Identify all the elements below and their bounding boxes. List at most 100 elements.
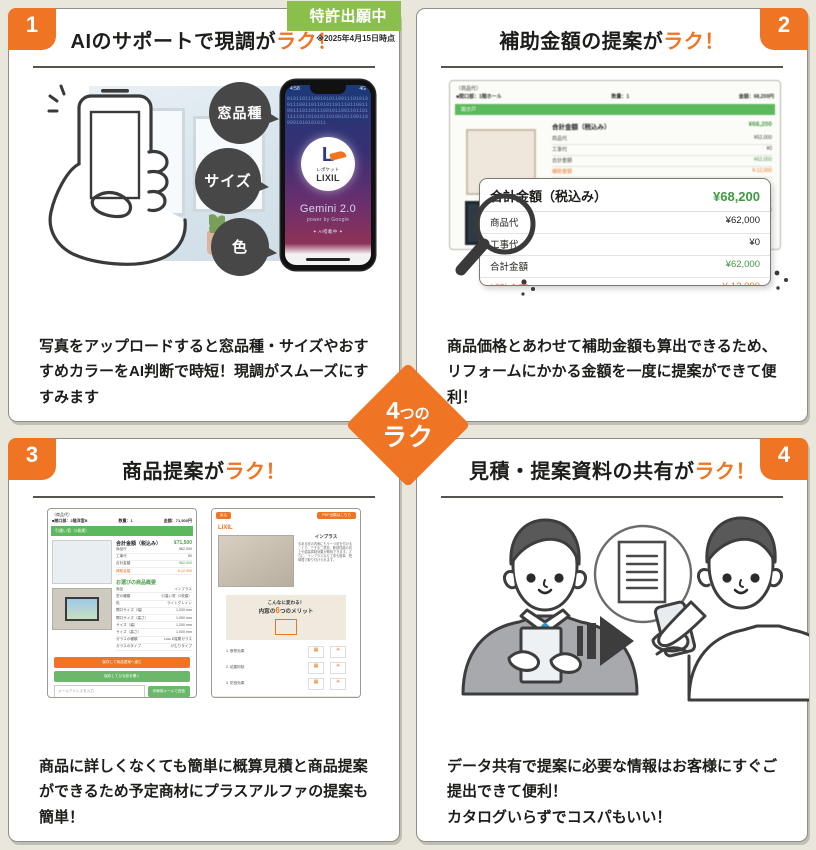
price-row-subtotal: 合計金額 ¥62,000 [480, 256, 770, 278]
mock-row-label: 工事代 [552, 147, 568, 153]
mock-table-head-value: ¥68,200 [748, 120, 773, 128]
panel-2-illustration: 〈商品代〉 ■間口部：1階ホール 数量：1 金額：68,200円 開き戸 [417, 79, 807, 296]
mock-header: 〈商品代〉 ■間口部：1階ホール 数量：1 金額：68,200円 [450, 81, 780, 101]
panel-3-caption: 商品に詳しくなくても簡単に概算見積と商品提案ができるため予定商材にプラスアルファ… [39, 757, 369, 827]
detection-bubbles: 窓品種 サイズ 色 [195, 81, 291, 278]
docA-section2-label: お選びの商品概要 [116, 580, 157, 587]
docB-hero: インプラス 今ある窓の内側にもう一つ窓を付けることで、できる二重窓。断熱性能の向… [212, 531, 360, 591]
mock-row-value: ¥-12,000 [752, 168, 772, 174]
bubble-window-type: 窓品種 [209, 81, 271, 144]
docA-email-input[interactable]: メールアドレスを入力 [54, 684, 145, 697]
mock-row-label: 補助金額 [552, 169, 573, 175]
docB-merit-block: こんなに変わる！ 内窓の6つのメリット [226, 594, 346, 640]
docA-spec-label: ガラスの種類 [116, 637, 138, 642]
docA-spec-label: 開口サイズ（高さ） [116, 615, 149, 620]
docA-spec-row: 開口サイズ（高さ）1,000 mm [116, 615, 192, 623]
docB-merit-row-label: 1. 断熱効果 [226, 649, 245, 653]
panel-1-number: 1 [8, 8, 56, 50]
docB-merit-rows: 1. 断熱効果▦☀ 2. 結露抑制▦☀ 3. 防音効果▦☀ [212, 644, 360, 696]
panel-3-title: 商品提案がラク！ [9, 439, 399, 484]
docA-send-mail-button[interactable]: 印刷用メールで送信 [147, 685, 190, 697]
docB-toolbar: 戻る PDF出願はこちら [212, 508, 360, 522]
price-card-total: ¥68,200 [713, 188, 760, 204]
docA-row-value: ¥62,000 [179, 547, 192, 552]
docB-merit-icon-b: ☀ [330, 661, 346, 674]
price-row-product: 商品代 ¥62,000 [480, 212, 770, 234]
panel-1-illustration: 窓品種 サイズ 色 4:58 4G 0101101110010101100111… [9, 78, 399, 283]
docA-body: 合計金額（税込み） ¥71,500 商品代 ¥62,000 工事代¥0 合計金額¥… [48, 536, 196, 655]
price-row-value: ¥62,000 [725, 259, 760, 270]
panel-3-number: 3 [8, 438, 56, 480]
mock-row-label: 合計金額 [552, 158, 573, 164]
docA-row: 工事代¥0 [116, 554, 192, 561]
panel-1-title-accent: ラク！ [276, 31, 338, 53]
docB-merit-icon-b: ☀ [330, 645, 346, 658]
l-pocket-mark-icon: L [321, 143, 335, 166]
docA-spec-row: ガラスの種類 Low-E複層ガラス [116, 637, 192, 644]
docA-row: 合計金額¥62,000 [116, 561, 192, 569]
mock-row: 工事代¥0 [552, 145, 772, 156]
docA-spec-row: 商品インプラス [116, 586, 192, 594]
docB-merit-row-label: 2. 結露抑制 [226, 665, 245, 669]
phone-home-indicator [306, 258, 350, 261]
docB-merit-suffix: つのメリット [279, 608, 314, 615]
panel-1-title-main: AIのサポートで現調が [70, 31, 276, 53]
panel-3: 3 商品提案がラク！ 〈商品代〉 ■間口部：2階洋室B 数量：1 金額：71,5… [8, 438, 400, 842]
docB-hero-body: 今ある窓の内側にもう一つ窓を付けることで、できる二重窓。断熱性能の向上や結露抑制… [298, 541, 353, 562]
docA-section2-title: お選びの商品概要 [116, 579, 192, 586]
docA-save-proceed-button[interactable]: 保存して商品提案へ進む [54, 656, 190, 668]
docB-merit-row-label: 3. 防音効果 [226, 681, 245, 685]
panel-3-illustration: 〈商品代〉 ■間口部：2階洋室B 数量：1 金額：71,500円 引違い窓（2枚… [9, 507, 399, 708]
panel-4-caption: データ共有で提案に必要な情報はお客様にすぐご提出できて便利！ カタログいらずでコ… [417, 754, 807, 831]
panel-4-title: 見積・提案資料の共有がラク！ [417, 439, 807, 484]
mock-line1: 〈商品代〉 [456, 85, 482, 92]
catalog-document-mock: 戻る PDF出願はこちら LIXIL インプラス 今ある窓の内側にもう一つ窓を付… [211, 507, 361, 698]
docA-row: 商品代 ¥62,000 [116, 547, 192, 554]
docB-pdf-button[interactable]: PDF出願はこちら [317, 511, 356, 519]
app-logo-brand: LIXIL [316, 172, 340, 183]
docA-spec-value: 1,200 mm [176, 608, 192, 613]
magnifier-icon [455, 193, 536, 275]
panel-4-rule [441, 496, 783, 498]
phone-notch [310, 84, 346, 94]
app-logo: L L-ポケット LIXIL [301, 136, 355, 191]
docA-spec-label: サイズ（高さ） [116, 629, 142, 634]
docA-room-image [52, 587, 112, 630]
docB-merit-number: 6 [275, 605, 280, 615]
bubble-size: サイズ [195, 147, 261, 214]
panel-2-title-accent: ラク！ [663, 31, 725, 53]
docA-spec-row: サイズ（高さ）1,000 mm [116, 629, 192, 637]
docA-row-label: 商品代 [116, 547, 127, 552]
docB-hero-image [218, 534, 294, 587]
panel-2-number: 2 [760, 8, 808, 50]
panel-4-title-accent: ラク！ [694, 461, 756, 483]
mock-line2-row: ■間口部：1階ホール 数量：1 金額：68,200円 [456, 93, 774, 101]
patent-pending-badge: 特許出願中 [287, 1, 401, 31]
docA-table-head-label: 合計金額（税込み） [116, 540, 162, 547]
panel-1-rule [33, 66, 375, 68]
docA-spec-value: Low-E複層ガラス [163, 637, 192, 642]
app-splash-screen: 4:58 4G 01011011100101011001110101001110… [285, 84, 371, 265]
panel-1-title: AIのサポートで現調がラク！ [9, 9, 399, 54]
patent-date-note: ※2025年4月15日時点 [316, 34, 395, 43]
docB-merit-row: 2. 結露抑制▦☀ [226, 661, 346, 674]
docA-spec-value: 引違い窓（2枚建） [161, 594, 192, 599]
binary-background: 0101101110010101100111010100111001101101… [287, 95, 369, 126]
docA-header: 〈商品代〉 ■間口部：2階洋室B 数量：1 金額：71,500円 [48, 509, 196, 524]
mock-table-head-label: 合計金額（税込み） [552, 123, 611, 131]
docB-back-button[interactable]: 戻る [216, 511, 232, 519]
docA-spec-label: 商品 [116, 586, 124, 591]
docA-row-label: 補助金額 [116, 568, 131, 573]
docB-merit-icon-b: ☀ [330, 677, 346, 690]
panel-4-caption-line1: データ共有で提案に必要な情報はお客様にすぐご提出できて便利！ [447, 757, 778, 801]
docA-row: 補助金額¥-12,000 [116, 568, 192, 576]
panel-2-title: 補助金額の提案がラク！ [417, 9, 807, 54]
docA-spec-label: サイズ（幅） [116, 622, 138, 627]
docA-table-head-value: ¥71,500 [173, 539, 192, 546]
docB-hero-text-block: インプラス 今ある窓の内側にもう一つ窓を付けることで、できる二重窓。断熱性能の向… [298, 534, 354, 587]
estimate-document-mock: 〈商品代〉 ■間口部：2階洋室B 数量：1 金額：71,500円 引違い窓（2枚… [47, 507, 197, 698]
docA-save-template-button[interactable]: 保存してひな形を開く [54, 670, 190, 682]
phone-status-bar: 4:58 4G [285, 86, 371, 95]
magnified-price-card: 合計金額（税込み） ¥68,200 商品代 ¥62,000 工事代 ¥0 合計金… [479, 177, 771, 286]
panel-2-caption: 商品価格とあわせて補助金額も算出できるため、リフォームにかかる金額を一度に提案が… [447, 337, 777, 407]
